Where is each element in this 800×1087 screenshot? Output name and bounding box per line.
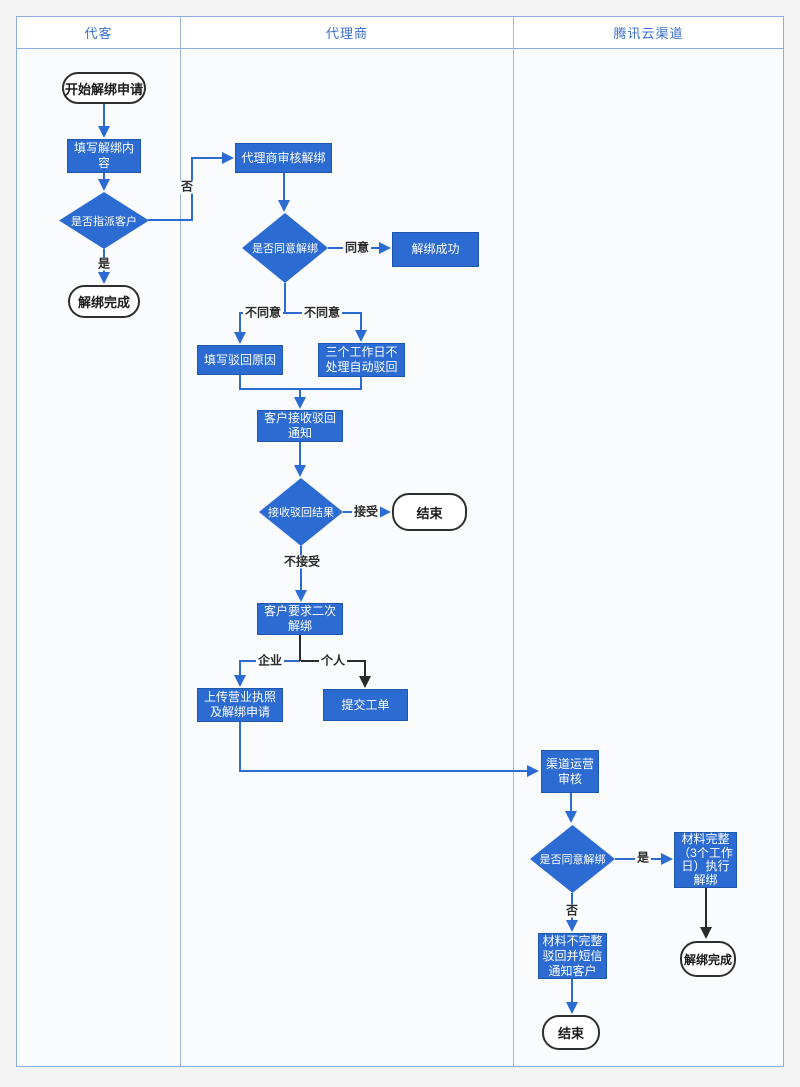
process-customer-receive-reject-notice: 客户接收驳回通知: [257, 410, 343, 442]
lane-divider-1: [180, 17, 181, 1066]
process-channel-ops-review-label: 渠道运营审核: [545, 756, 594, 786]
process-submit-ticket-label: 提交工单: [341, 697, 390, 712]
lane-header-customer: 代客: [17, 17, 180, 49]
process-auto-reject-3days-label: 三个工作日不处理自动驳回: [325, 345, 398, 374]
process-unbind-success: 解绑成功: [392, 232, 479, 267]
edge-label-disagree-right: 不同意: [301, 305, 343, 320]
edge-label-yes-channel: 是: [634, 850, 652, 865]
terminal-unbind-done-customer-label: 解绑完成: [77, 295, 130, 310]
lane-header-agent: 代理商: [181, 17, 513, 49]
terminal-end-channel-label: 结束: [557, 1026, 584, 1041]
process-unbind-success-label: 解绑成功: [411, 242, 460, 256]
process-customer-receive-reject-notice-label: 客户接收驳回通知: [263, 411, 336, 440]
edge-label-disagree-left: 不同意: [242, 305, 284, 320]
edge-label-enterprise: 企业: [255, 653, 285, 668]
decision-channel-agree-label: 是否同意解绑: [539, 854, 606, 866]
terminal-end-agent-label: 结束: [416, 505, 443, 521]
terminal-end-agent: 结束: [392, 493, 467, 531]
lane-divider-2: [513, 17, 514, 1066]
process-upload-license: 上传营业执照及解绑申请: [197, 688, 283, 722]
decision-agent-agree-label: 是否同意解绑: [252, 243, 318, 255]
swimlane-frame: 代客 代理商 腾讯云渠道: [16, 16, 784, 1067]
process-fill-unbind-content: 填写解绑内容: [67, 139, 141, 173]
process-material-incomplete-reject-label: 材料不完整驳回并短信通知客户: [542, 933, 603, 978]
process-customer-second-unbind-label: 客户要求二次解绑: [263, 604, 336, 633]
process-fill-reject-reason-label: 填写驳回原因: [203, 352, 276, 367]
process-material-incomplete-reject: 材料不完整驳回并短信通知客户: [538, 933, 607, 979]
edge-label-no-channel: 否: [563, 903, 581, 918]
lane-header-agent-label: 代理商: [325, 26, 368, 41]
process-channel-ops-review: 渠道运营审核: [541, 750, 599, 793]
process-upload-license-label: 上传营业执照及解绑申请: [203, 690, 276, 719]
process-fill-unbind-content-label: 填写解绑内容: [73, 141, 134, 170]
process-customer-second-unbind: 客户要求二次解绑: [257, 603, 343, 635]
edge-label-yes-assign: 是: [95, 256, 113, 271]
edge-label-accept: 接受: [351, 504, 381, 519]
terminal-unbind-done-customer: 解绑完成: [68, 285, 140, 318]
process-fill-reject-reason: 填写驳回原因: [197, 345, 283, 375]
decision-assign-customer-label: 是否指派客户: [71, 215, 137, 228]
process-agent-review-unbind: 代理商审核解绑: [235, 143, 332, 173]
decision-receive-reject-result-label: 接收驳回结果: [268, 507, 334, 519]
edge-label-agree: 同意: [342, 240, 372, 255]
terminal-unbind-done-channel: 解绑完成: [680, 941, 736, 977]
edge-label-not-accept: 不接受: [281, 554, 323, 569]
edge-label-personal: 个人: [318, 653, 348, 668]
process-agent-review-unbind-label: 代理商审核解绑: [241, 150, 326, 165]
process-material-complete-execute: 材料完整（3个工作日）执行解绑: [674, 832, 737, 888]
process-submit-ticket: 提交工单: [323, 689, 408, 721]
process-material-complete-execute-label: 材料完整（3个工作日）执行解绑: [678, 832, 733, 887]
process-auto-reject-3days: 三个工作日不处理自动驳回: [318, 343, 405, 377]
terminal-start: 开始解绑申请: [62, 72, 146, 104]
edge-label-no-assign: 否: [178, 179, 196, 194]
lane-header-customer-label: 代客: [84, 26, 113, 41]
lane-header-tencent-channel-label: 腾讯云渠道: [613, 26, 684, 41]
terminal-unbind-done-channel-label: 解绑完成: [683, 952, 732, 967]
lane-header-tencent-channel: 腾讯云渠道: [514, 17, 783, 49]
terminal-start-label: 开始解绑申请: [64, 81, 143, 97]
terminal-end-channel: 结束: [542, 1015, 600, 1050]
